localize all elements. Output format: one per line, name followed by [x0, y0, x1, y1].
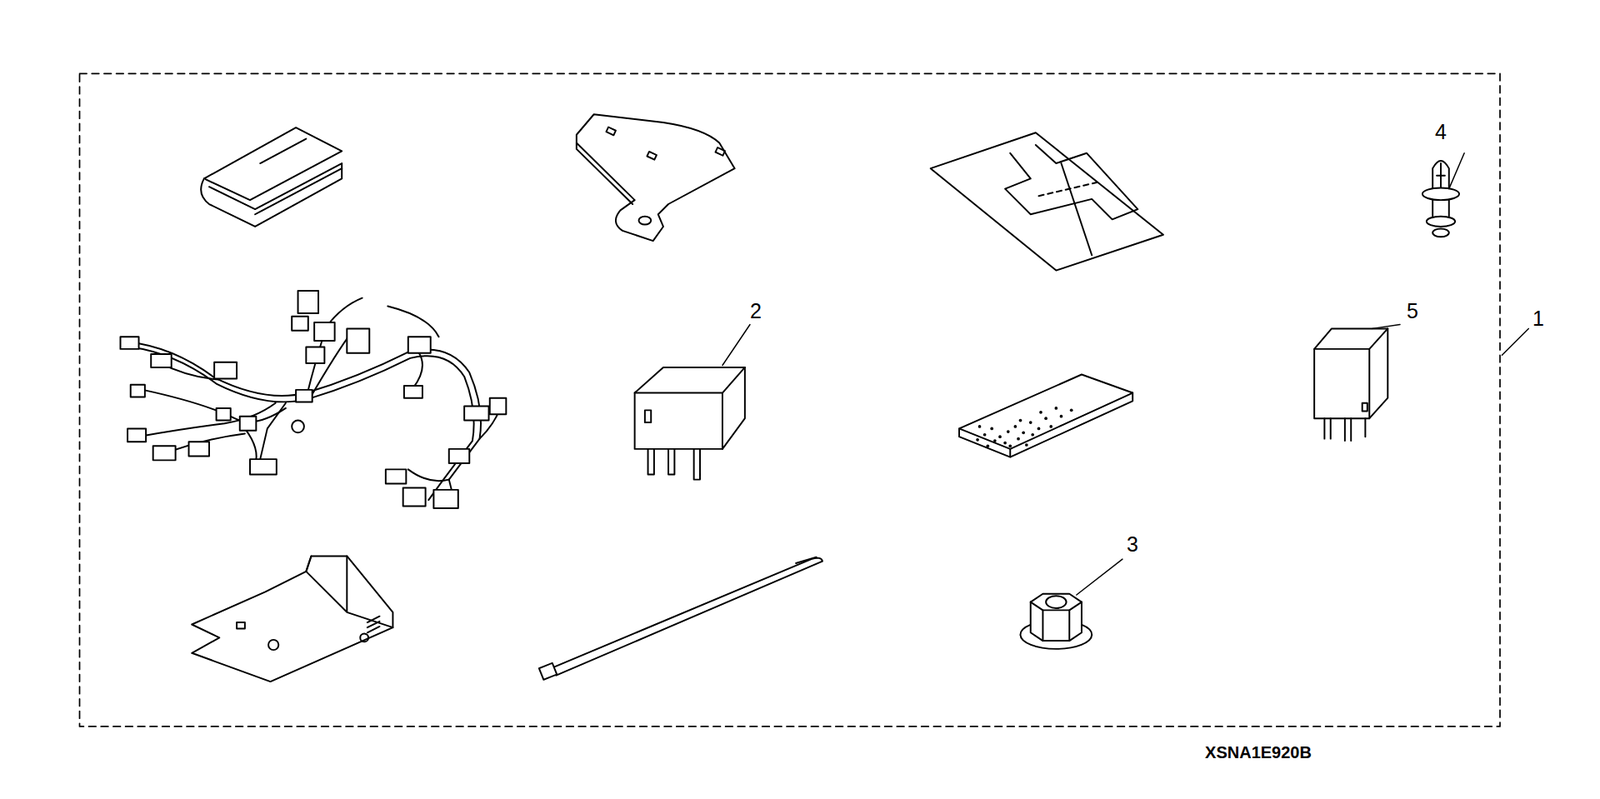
push-clip	[1422, 153, 1465, 237]
callout-number: 1	[1532, 308, 1545, 330]
mounting-bracket	[191, 555, 393, 682]
callout-number: 5	[1406, 300, 1419, 322]
mounting-bracket	[576, 114, 735, 241]
foam-pad	[959, 375, 1133, 458]
callout-number: 3	[1126, 534, 1139, 555]
template-sheet	[930, 132, 1164, 270]
relay	[1314, 325, 1400, 442]
wire-harness	[120, 290, 506, 509]
cable-tie	[539, 557, 823, 680]
drawing-code: XSNA1E920B	[1205, 744, 1312, 761]
callout-number: 4	[1435, 121, 1447, 143]
callout-number: 2	[750, 300, 762, 322]
relay	[635, 325, 750, 480]
instruction-booklet	[200, 127, 342, 227]
leader-line	[1501, 328, 1529, 355]
kit-outline	[80, 73, 1500, 727]
flange-nut	[1020, 559, 1122, 650]
